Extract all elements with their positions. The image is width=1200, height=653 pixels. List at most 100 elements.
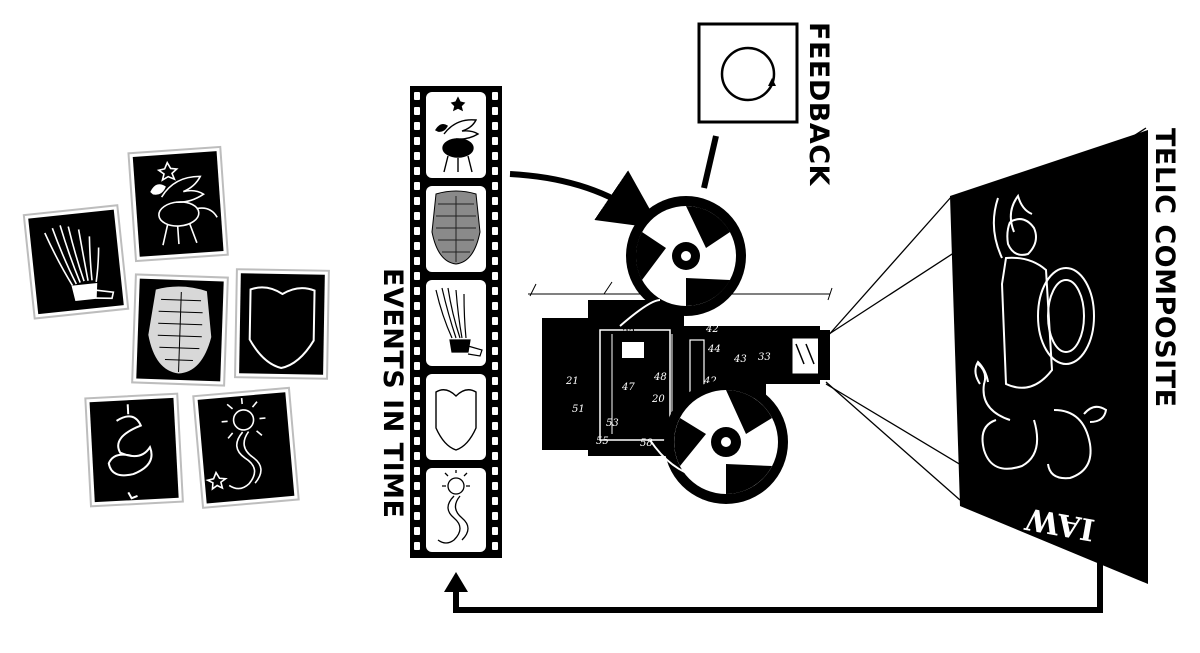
film-sprocket-hole [492,542,498,550]
connector-feedback [701,135,719,189]
card-griffin [127,145,229,263]
reel-upper [626,196,746,316]
film-frame-griffin [426,92,486,178]
card-hand-whip [22,204,130,320]
card-serpent [84,392,184,508]
film-sprocket-hole [414,197,420,205]
patent-number: 61 [652,444,665,455]
film-sprocket-hole [492,137,498,145]
film-sprocket-hole [492,392,498,400]
film-sprocket-hole [492,362,498,370]
patent-numbers: 221942444333214748204251535558616053 [565,312,771,469]
film-sprocket-hole [414,362,420,370]
film-sprocket-hole [414,527,420,535]
film-sprocket-hole [414,107,420,115]
film-sprocket-hole [414,467,420,475]
film-sprocket-hole [492,422,498,430]
film-sprocket-hole [492,467,498,475]
film-sprocket-hole [492,287,498,295]
patent-number: 19 [644,312,657,323]
film-sprocket-hole [414,317,420,325]
patent-number: 20 [651,394,665,405]
arrow-film-to-projector [509,170,661,229]
film-sprocket-hole [492,257,498,265]
film-sprocket-hole [492,512,498,520]
patent-number: 21 [565,376,579,387]
film-sprockets-right [492,92,498,550]
feedback-box [697,22,799,124]
film-sprocket-hole [414,167,420,175]
film-frame-lion-serpent [426,468,486,552]
projector: 221942444333214748204251535558616053 [528,281,833,469]
film-sprocket-hole [492,167,498,175]
film-sprocket-hole [492,482,498,490]
film-sprocket-hole [492,497,498,505]
film-sprocket-hole [492,197,498,205]
patent-number: 44 [707,344,721,355]
film-sprocket-hole [492,92,498,100]
film-sprocket-hole [492,182,498,190]
film-frame-hand-whip [426,280,486,366]
film-sprocket-hole [492,347,498,355]
shield-icon [248,286,316,370]
film-sprocket-hole [492,212,498,220]
armor-icon [147,285,213,375]
label-feedback: FEEDBACK [803,22,834,186]
film-sprocket-hole [414,542,420,550]
film-sprocket-hole [414,422,420,430]
film-sprocket-hole [414,332,420,340]
film-sprocket-hole [414,407,420,415]
film-frame-shield [426,374,486,460]
film-sprocket-hole [492,437,498,445]
film-sprocket-hole [414,122,420,130]
patent-number: 53 [606,418,619,429]
film-frame-armor [426,186,486,272]
film-sprocket-hole [492,122,498,130]
film-sprocket-hole [492,242,498,250]
film-sprocket-hole [414,92,420,100]
film-sprocket-hole [414,347,420,355]
film-sprocket-hole [414,452,420,460]
film-sprockets-left [414,92,420,550]
patent-number: 42 [703,376,717,387]
patent-number: 47 [621,382,635,393]
film-sprocket-hole [414,512,420,520]
film-sprocket-hole [492,107,498,115]
film-sprocket-hole [414,227,420,235]
film-sprocket-hole [492,332,498,340]
reel-lower [664,380,788,504]
patent-number: 51 [572,404,585,415]
film-sprocket-hole [414,257,420,265]
patent-number: 43 [733,354,747,365]
feedback-loop-icon [720,46,776,102]
film-sprocket-hole [414,302,420,310]
film-strip [410,86,502,558]
film-sprocket-hole [492,302,498,310]
film-sprocket-hole [414,482,420,490]
film-sprocket-hole [414,377,420,385]
patent-number: 22 [621,328,635,339]
film-sprocket-hole [414,497,420,505]
film-sprocket-hole [414,392,420,400]
griffin-icon [150,160,218,246]
patent-number: 33 [758,352,771,363]
film-sprocket-hole [414,137,420,145]
film-sprocket-hole [414,437,420,445]
goddess-figure-icon [974,193,1108,480]
projection-screen: IAW [950,130,1148,584]
film-sprocket-hole [492,227,498,235]
label-events-in-time: EVENTS IN TIME [377,268,408,519]
card-lion-serpent [192,386,300,509]
film-sprocket-hole [492,272,498,280]
arrow-feedback-loop [453,552,1103,613]
film-sprocket-hole [414,242,420,250]
film-sprocket-hole [492,317,498,325]
serpent-icon [107,404,153,500]
film-sprocket-hole [414,212,420,220]
film-sprocket-hole [492,452,498,460]
film-sprocket-hole [414,182,420,190]
lion-serpent-icon [205,397,266,491]
film-sprocket-hole [492,152,498,160]
